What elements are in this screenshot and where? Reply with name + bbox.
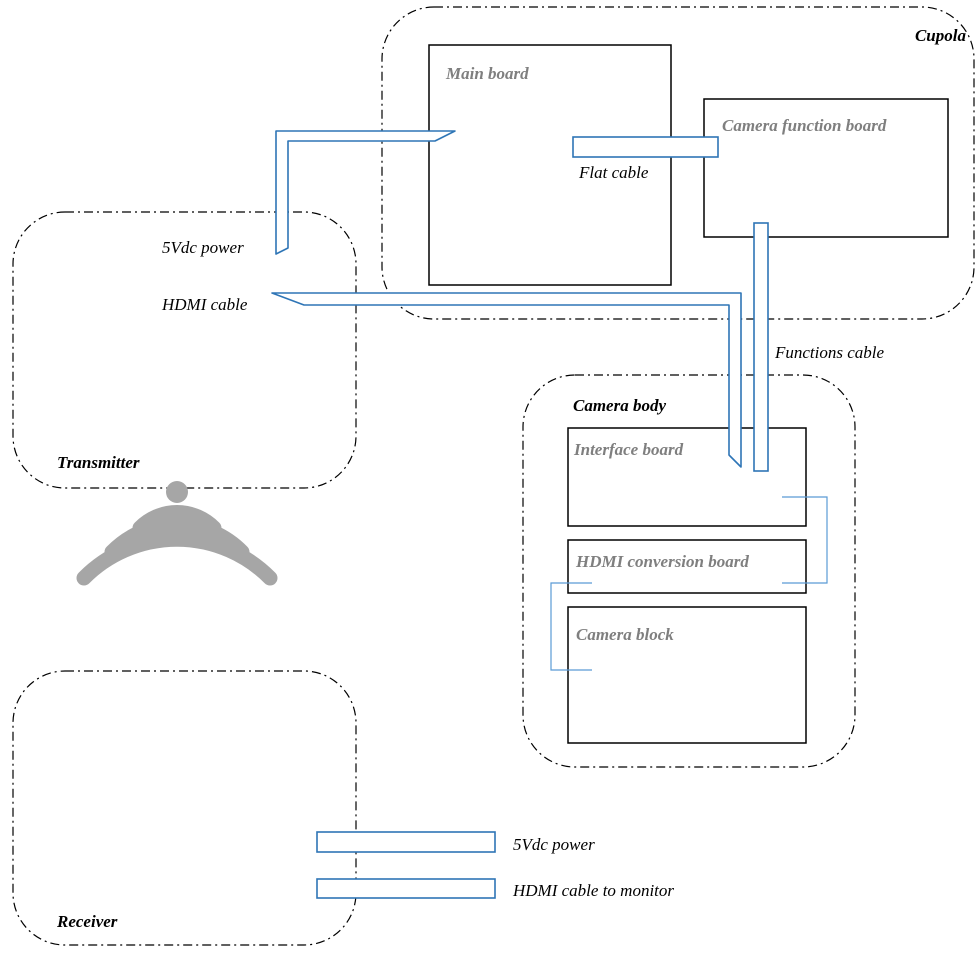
camera-body-label: Camera body: [573, 396, 666, 415]
functions-cable: [753, 222, 769, 472]
power-cable-label: 5Vdc power: [162, 238, 244, 257]
hdmi-conversion-board-box: [567, 539, 807, 594]
receiver-group-outline: [12, 670, 357, 946]
interface-board-label: Interface board: [573, 440, 684, 459]
hdmi-cable-label: HDMI cable: [161, 295, 248, 314]
hdmi-conversion-board-label: HDMI conversion board: [575, 552, 749, 571]
receiver-hdmi-cable: [316, 878, 496, 899]
main-board-box: [428, 44, 672, 286]
hdmi-to-camera-block-wire: [550, 582, 592, 671]
receiver-power-cable: [316, 831, 496, 853]
camera-function-board-box: [703, 98, 949, 238]
camera-body-group-outline: [522, 374, 856, 768]
interface-to-hdmi-wire: [782, 496, 828, 584]
transmitter-group-outline: [12, 211, 357, 489]
cupola-group-outline: [381, 6, 975, 320]
flat-cable-label: Flat cable: [578, 163, 649, 182]
main-board-label: Main board: [445, 64, 529, 83]
camera-block-label: Camera block: [576, 625, 674, 644]
camera-block-box: [567, 606, 807, 744]
receiver-power-label: 5Vdc power: [513, 835, 595, 854]
hdmi-cable: [271, 292, 742, 468]
receiver-label: Receiver: [56, 912, 118, 931]
receiver-hdmi-label: HDMI cable to monitor: [512, 881, 674, 900]
flat-cable: [572, 136, 719, 158]
power-cable: [275, 130, 456, 255]
camera-function-board-label: Camera function board: [722, 116, 887, 135]
cupola-label: Cupola: [915, 26, 967, 45]
functions-cable-label: Functions cable: [774, 343, 885, 362]
wifi-signal-icon: [76, 481, 278, 586]
transmitter-label: Transmitter: [57, 453, 140, 472]
